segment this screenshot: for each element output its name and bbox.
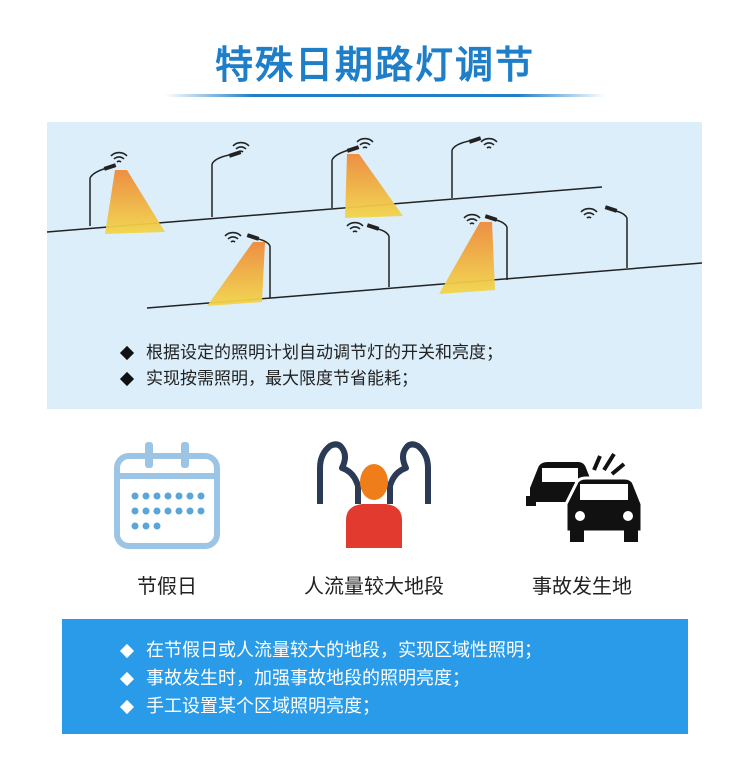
street-lamp [89, 151, 165, 234]
streetlight-scene [47, 136, 702, 309]
diamond-bullet-icon [119, 671, 135, 687]
accident-block: 事故发生地 [502, 438, 662, 599]
info-bullet-list: 在节假日或人流量较大的地段，实现区域性照明； 事故发生时，加强事故地段的照明亮度… [119, 637, 542, 721]
street-lamp [451, 136, 498, 198]
street-lamp [211, 141, 250, 217]
diamond-bullet-icon [119, 371, 135, 387]
list-item: 根据设定的照明计划自动调节灯的开关和亮度； [119, 340, 503, 366]
diamond-bullet-icon [119, 643, 135, 659]
page-title: 特殊日期路灯调节 [214, 43, 535, 87]
title-underline [165, 94, 605, 97]
holiday-block: 节假日 [87, 438, 247, 599]
list-item: 在节假日或人流量较大的地段，实现区域性照明； [119, 637, 542, 665]
street-lamp [207, 231, 271, 306]
street-lamp [331, 137, 403, 218]
bullet-text: 手工设置某个区域照明亮度； [146, 696, 380, 717]
street-lamp [439, 213, 508, 294]
bullet-text: 事故发生时，加强事故地段的照明亮度； [146, 668, 470, 689]
crowd-icon [317, 441, 431, 548]
list-item: 事故发生时，加强事故地段的照明亮度； [119, 665, 542, 693]
diamond-bullet-icon [119, 345, 135, 361]
car-accident-icon [526, 452, 644, 542]
bullet-text: 根据设定的照明计划自动调节灯的开关和亮度； [146, 343, 503, 363]
calendar-icon [114, 442, 220, 549]
list-item: 手工设置某个区域照明亮度； [119, 693, 542, 721]
crowd-label: 人流量较大地段 [304, 574, 444, 598]
diamond-bullet-icon [119, 699, 135, 715]
holiday-label: 节假日 [137, 574, 197, 598]
info-panel: 在节假日或人流量较大的地段，实现区域性照明； 事故发生时，加强事故地段的照明亮度… [62, 619, 688, 734]
scene-bullet-list: 根据设定的照明计划自动调节灯的开关和亮度； 实现按需照明，最大限度节省能耗； [119, 340, 503, 392]
street-lamp [346, 221, 390, 287]
accident-label: 事故发生地 [532, 574, 632, 598]
list-item: 实现按需照明，最大限度节省能耗； [119, 366, 503, 392]
bullet-text: 实现按需照明，最大限度节省能耗； [146, 369, 418, 389]
bullet-text: 在节假日或人流量较大的地段，实现区域性照明； [146, 640, 542, 661]
streetlight-scene-panel: 根据设定的照明计划自动调节灯的开关和亮度； 实现按需照明，最大限度节省能耗； [47, 122, 702, 409]
street-lamp [580, 205, 628, 268]
crowd-block: 人流量较大地段 [294, 438, 454, 599]
